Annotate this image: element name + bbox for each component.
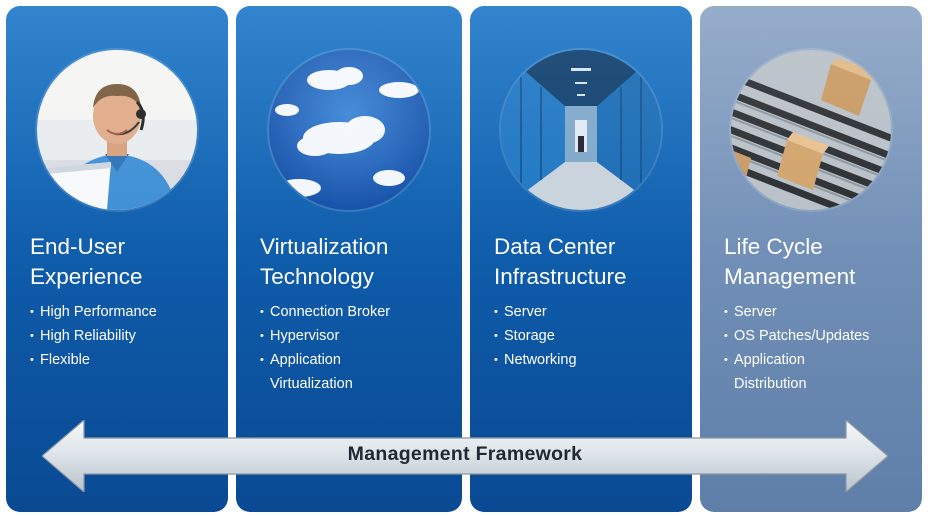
bullet-text: Distribution — [734, 376, 807, 392]
panel-title: Life Cycle Management — [724, 232, 914, 292]
bullet-item: Hypervisor — [260, 324, 456, 348]
bullet-item: Connection Broker — [260, 300, 456, 324]
bullet-text: OS Patches/Updates — [734, 328, 870, 344]
bullet-text: Server — [734, 304, 777, 320]
panel-virtualization-technology: Virtualization Technology Connection Bro… — [236, 6, 462, 512]
bullet-text: Networking — [504, 352, 577, 368]
bullet-text: High Performance — [40, 304, 157, 320]
bullet-item: High Reliability — [30, 324, 222, 348]
panel-title-line: Data Center — [494, 234, 616, 259]
bullet-item: High Performance — [30, 300, 222, 324]
panel-title-line: Life Cycle — [724, 234, 823, 259]
boxes-conveyor-image — [731, 50, 891, 210]
bullet-text: Application — [734, 352, 805, 368]
bullet-text: High Reliability — [40, 328, 136, 344]
bullet-list: High Performance High Reliability Flexib… — [30, 300, 222, 372]
panel-title: Data Center Infrastructure — [494, 232, 684, 292]
panel-life-cycle-management: Life Cycle Management Server OS Patches/… — [700, 6, 922, 512]
bullet-item: OS Patches/Updates — [724, 324, 916, 348]
bullet-text: Hypervisor — [270, 328, 340, 344]
panel-title: Virtualization Technology — [260, 232, 454, 292]
bullet-list: Server Storage Networking — [494, 300, 686, 372]
panel-end-user-experience: End-User Experience High Performance Hig… — [6, 6, 228, 512]
panel-title-line: Infrastructure — [494, 264, 627, 289]
panel-title-line: Technology — [260, 264, 374, 289]
person-headset-image — [37, 50, 197, 210]
panel-title-line: Virtualization — [260, 234, 389, 259]
sky-clouds-image — [269, 50, 429, 210]
bullet-list: Server OS Patches/Updates Application Di… — [724, 300, 916, 396]
bullet-item: Server — [494, 300, 686, 324]
bullet-list: Connection Broker Hypervisor Application… — [260, 300, 456, 396]
bullet-item: Storage — [494, 324, 686, 348]
panel-title-line: Experience — [30, 264, 143, 289]
panel-title: End-User Experience — [30, 232, 220, 292]
server-corridor-image — [501, 50, 661, 210]
bullet-text: Flexible — [40, 352, 90, 368]
panel-data-center-infrastructure: Data Center Infrastructure Server Storag… — [470, 6, 692, 512]
bullet-item: Application Virtualization — [260, 348, 456, 396]
bullet-item: Networking — [494, 348, 686, 372]
panel-title-line: End-User — [30, 234, 126, 259]
management-framework-arrow — [42, 420, 888, 492]
bullet-text: Server — [504, 304, 547, 320]
bullet-item: Application Distribution — [724, 348, 916, 396]
bullet-item: Flexible — [30, 348, 222, 372]
bullet-item: Server — [724, 300, 916, 324]
bullet-text: Application — [270, 352, 341, 368]
management-framework-label: Management Framework — [347, 443, 583, 465]
bullet-text: Storage — [504, 328, 555, 344]
bullet-text: Virtualization — [270, 376, 353, 392]
bullet-text: Connection Broker — [270, 304, 391, 320]
panel-title-line: Management — [724, 264, 856, 289]
